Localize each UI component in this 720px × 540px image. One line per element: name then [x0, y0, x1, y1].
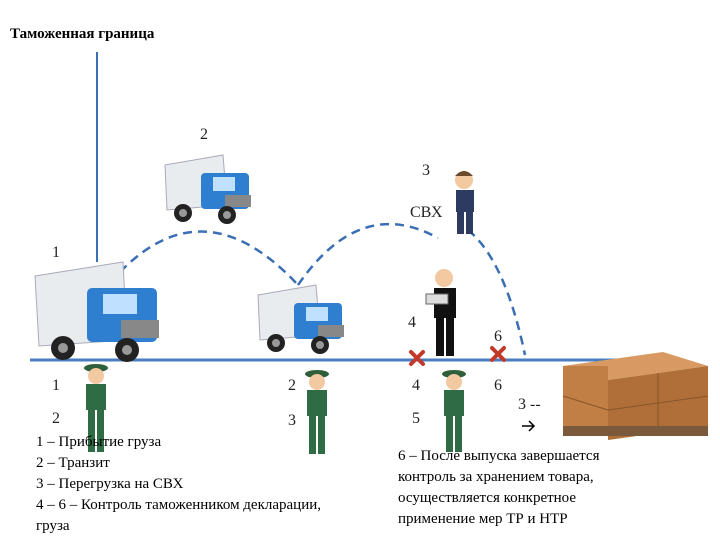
diagram-title: Таможенная граница	[10, 26, 155, 42]
label-row1-2: 2	[288, 377, 296, 394]
legend-item: 1 – Прибытие груза	[36, 434, 162, 450]
label-row1-1: 1	[52, 377, 60, 394]
label-after-release: 6	[494, 328, 502, 345]
truck-transit-ground	[257, 284, 344, 354]
label-row2-3: 3	[288, 412, 296, 429]
legend-item: применение мер ТР и НТР	[398, 511, 568, 527]
legend-item: 4 – 6 – Контроль таможенником декларации…	[36, 497, 322, 513]
label-row2-2: 2	[52, 410, 60, 427]
legend-item: груза	[36, 518, 70, 534]
legend-item: осуществляется конкретное	[398, 490, 577, 506]
legend-item: контроль за хранением товара,	[398, 469, 594, 485]
label-svx: СВХ	[410, 204, 443, 221]
legend-left: 1 – Прибытие груза 2 – Транзит 3 – Перег…	[36, 432, 396, 537]
customs-officer-2	[305, 370, 329, 454]
customs-officer-1	[84, 364, 108, 452]
label-svx-step: 3	[422, 162, 430, 179]
truck-arrival	[34, 261, 159, 362]
label-arrival: 1	[52, 244, 60, 261]
route-arc-2	[296, 223, 439, 286]
label-control-partial: 4	[408, 314, 416, 331]
route-arc-1	[119, 230, 299, 286]
label-row1-6: 6	[494, 377, 502, 394]
label-row2-5: 5	[412, 410, 420, 427]
cargo-pallet	[562, 352, 709, 440]
warehouse-worker-figure	[455, 171, 474, 234]
arrow-icon	[522, 420, 536, 432]
label-arrow-3: 3 --	[518, 396, 541, 413]
legend-right: 6 – После выпуска завершается контроль з…	[398, 446, 698, 530]
truck-transit	[164, 154, 251, 224]
label-transit-top: 2	[200, 126, 208, 143]
stop-cross-2	[490, 346, 506, 362]
legend-item: 2 – Транзит	[36, 455, 110, 471]
stop-cross-1	[409, 350, 425, 366]
customs-officer-3	[442, 370, 466, 452]
legend-item: 6 – После выпуска завершается	[398, 448, 600, 464]
label-row1-4: 4	[412, 377, 420, 394]
legend-item: 3 – Перегрузка на СВХ	[36, 476, 184, 492]
declarant-figure	[425, 269, 456, 356]
